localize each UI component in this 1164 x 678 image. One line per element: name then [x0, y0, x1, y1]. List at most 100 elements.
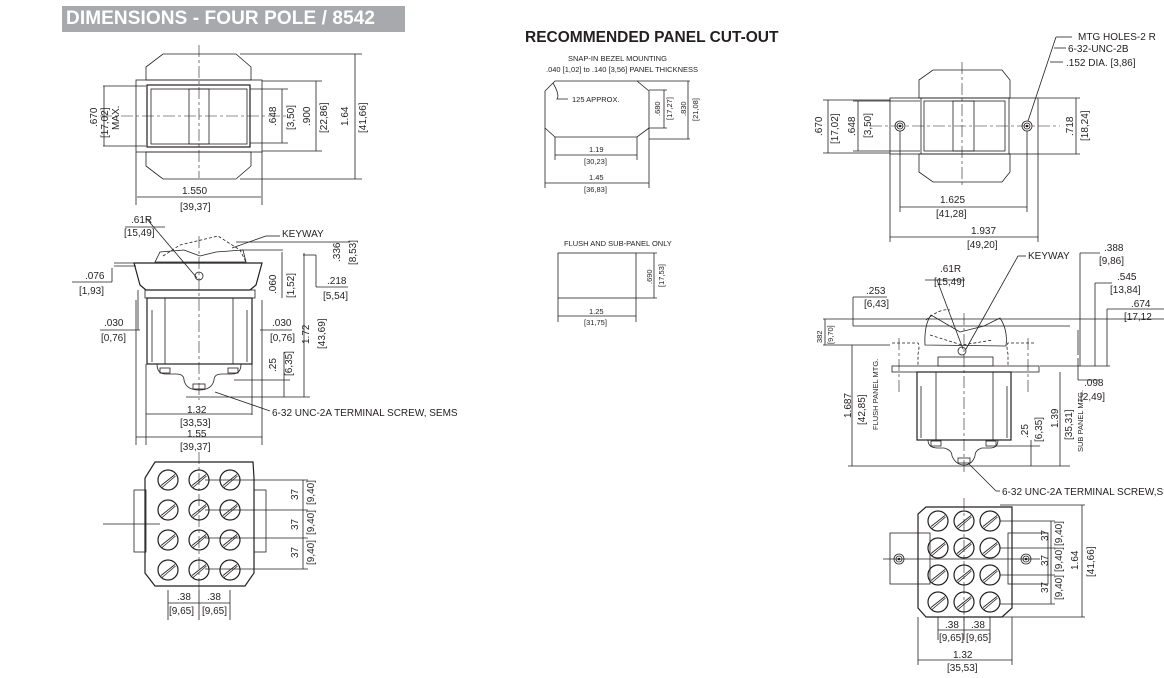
dim-25: .25: [268, 358, 279, 372]
pitch-v-1-mm: [9,40]: [306, 480, 317, 505]
pitch-h-1: .38: [177, 592, 191, 603]
left-top-view: .670 [17,02] MAX. .648 [3,50] .900 [22,8…: [89, 45, 369, 213]
dim-670-note: MAX.: [111, 106, 122, 130]
mtg-holes-note: MTG HOLES-2 R: [1078, 32, 1156, 43]
rb-pitch-v-2: 37: [1040, 554, 1051, 566]
rt-dim-718: .718: [1065, 116, 1076, 136]
rt-dim-1937: 1.937: [971, 226, 996, 237]
dim-030-left: .030: [104, 318, 124, 329]
rt-dim-648-mm: [3,50]: [863, 113, 874, 138]
terminal-screw: [927, 564, 949, 586]
snap-dim-119-mm: [30,23]: [584, 157, 607, 166]
pitch-h-2-mm: [9,65]: [202, 606, 227, 617]
terminal-screw: [157, 529, 179, 551]
dim-132-mm: [33,53]: [180, 418, 211, 429]
bezel-bottom-outline: [918, 153, 1011, 183]
rb-pitch-v-2-mm: [9,40]: [1054, 547, 1065, 572]
snap-dim-680-mm: [17,27]: [665, 97, 674, 120]
left-bottom-view: 37 [9,40] 37 [9,40] 37 [9,40] .38 [9,65]…: [103, 452, 317, 620]
dim-648-mm: [3,50]: [286, 105, 297, 130]
snap-dim-680: .680: [653, 101, 662, 116]
rb-dim-164: 1.64: [1070, 550, 1081, 570]
rocker-side: [924, 314, 1007, 347]
rocker-side: [154, 249, 247, 263]
rs-dim-674-mm: [17,12: [1124, 312, 1152, 323]
cutout-snap-in: SNAP-IN BEZEL MOUNTING .040 [1,02] to .1…: [544, 54, 700, 194]
flush-dim-125: 1.25: [589, 307, 604, 316]
dim-172: 1.72: [301, 324, 312, 344]
page-title: DIMENSIONS - FOUR POLE / 8542: [62, 6, 405, 32]
bezel-top-outline: [918, 69, 1011, 99]
terminal-screw: [979, 564, 1001, 586]
dim-1550: 1.550: [182, 186, 207, 197]
right-bottom-view: 37 [9,40] 37 [9,40] 37 [9,40] 1.64 [41,6…: [883, 498, 1097, 674]
panel-cutout-title: RECOMMENDED PANEL CUT-OUT: [525, 29, 779, 46]
rs-dim-388: .388: [1104, 243, 1124, 254]
dim-336: .336: [332, 242, 343, 262]
rt-dim-1625: 1.625: [940, 195, 965, 206]
rs-dim-139-mm: [35,31]: [1064, 409, 1075, 440]
rb-dim-164-mm: [41,66]: [1086, 546, 1097, 577]
dim-900-mm: [22,86]: [319, 102, 330, 133]
keyway-label: KEYWAY: [282, 229, 324, 240]
dim-900: .900: [302, 106, 313, 126]
rs-dim-139: 1.39: [1050, 408, 1061, 428]
terminal-screws-right: [927, 510, 1001, 613]
rs-dim-098-mm: [2,49]: [1080, 392, 1105, 403]
dim-218-mm: [5,54]: [323, 291, 348, 302]
bezel-bottom-outline: [145, 151, 252, 180]
rs-dim-253: .253: [866, 286, 886, 297]
terminal-screw: [979, 537, 1001, 559]
rs-dim-098: .098: [1084, 378, 1104, 389]
terminal-screw-note: 6-32 UNC-2A TERMINAL SCREW, SEMS: [272, 408, 458, 419]
dim-61r: .61R: [131, 215, 152, 226]
rs-dim-545: .545: [1117, 272, 1137, 283]
rt-dim-1625-mm: [41,28]: [936, 209, 967, 220]
switch-body: [146, 297, 253, 365]
snap-dim-119: 1.19: [589, 145, 604, 154]
rs-dim-61r: .61R: [940, 264, 961, 275]
dim-164-mm: [41,66]: [358, 102, 369, 133]
flush-panel-label: FLUSH PANEL MTG.: [871, 359, 880, 430]
bezel-side: [133, 262, 263, 291]
terminal-screw: [927, 510, 949, 532]
snap-dim-145: 1.45: [589, 173, 604, 182]
rb-pitch-v-3-mm: [9,40]: [1054, 575, 1065, 600]
cutout-flush: FLUSH AND SUB-PANEL ONLY .690 [17,53] 1.…: [557, 239, 672, 327]
rt-dim-1937-mm: [49,20]: [967, 240, 998, 251]
bezel-top-outline: [145, 53, 252, 81]
flush-heading: FLUSH AND SUB-PANEL ONLY: [564, 239, 672, 248]
pivot-circle: [957, 346, 967, 356]
mtg-dia-note: .152 DIA. [3,86]: [1066, 58, 1136, 69]
terminal-screw: [979, 510, 1001, 532]
pitch-v-3: 37: [290, 546, 301, 558]
dim-218: .218: [327, 276, 347, 287]
snap-dim-830: .830: [679, 101, 688, 116]
dim-172-mm: [43,69]: [317, 318, 328, 349]
dim-060-mm: [1,52]: [286, 273, 297, 298]
rt-dim-718-mm: [18,24]: [1080, 110, 1091, 141]
pitch-h-1-mm: [9,65]: [169, 606, 194, 617]
rs-dim-1687: 1.687: [843, 393, 854, 418]
rs-dim-382-mm: [9,70]: [826, 325, 835, 344]
terminal-screw: [979, 591, 1001, 613]
dim-670-mm: [17,02]: [100, 107, 111, 138]
snap-angle: 125 APPROX.: [572, 95, 620, 104]
snap-dim-830-mm: [21,08]: [691, 98, 700, 121]
rt-dim-670: .670: [814, 116, 825, 136]
terminal-block: [144, 461, 255, 587]
snap-cutout-shape: [544, 80, 650, 138]
mounting-plate: [891, 365, 1040, 373]
rt-dim-670-mm: [17,02]: [830, 113, 841, 144]
dim-155: 1.55: [187, 429, 207, 440]
snap-dim-145-mm: [36,83]: [584, 185, 607, 194]
rs-dim-25: .25: [1020, 424, 1031, 438]
rs-dim-388-mm: [9,86]: [1099, 256, 1124, 267]
pitch-v-1: 37: [290, 488, 301, 500]
dim-670: .670: [89, 107, 100, 127]
flush-dim-125-mm: [31,75]: [584, 318, 607, 327]
dim-155-mm: [39,37]: [180, 442, 211, 453]
dim-164: 1.64: [340, 106, 351, 126]
rocker-pivot: [952, 100, 975, 152]
